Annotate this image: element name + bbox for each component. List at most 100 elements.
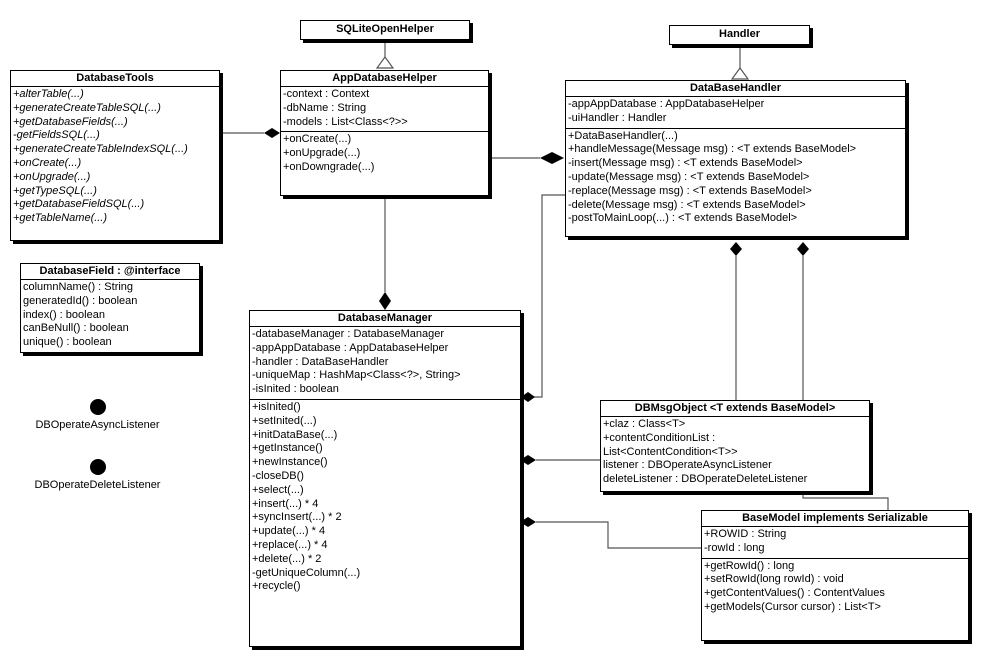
attribute: +claz : Class<T> (603, 418, 686, 430)
base-model-attributes: +ROWID : String -rowId : long (702, 527, 968, 559)
method: unique() : boolean (23, 336, 112, 349)
method: +alterTable(...) (13, 88, 84, 100)
method: +onUpgrade(...) (283, 147, 361, 160)
db-msg-object-class: DBMsgObject <T extends BaseModel> +claz … (600, 400, 870, 492)
method: +getTypeSQL(...) (13, 184, 97, 197)
db-msg-object-title: DBMsgObject <T extends BaseModel> (601, 401, 869, 417)
method: +newInstance() (252, 456, 328, 469)
base-model-methods: +getRowId() : long +setRowId(long rowId)… (702, 559, 968, 617)
method: -getFieldsSQL(...) (13, 129, 100, 142)
method: -update(Message msg) : <T extends BaseMo… (568, 170, 810, 183)
database-field-title: DatabaseField : @interface (21, 264, 199, 280)
attribute: -dbName : String (283, 101, 367, 114)
app-database-helper-title: AppDatabaseHelper (281, 71, 488, 87)
base-model-class: BaseModel implements Serializable +ROWID… (701, 510, 969, 641)
database-manager-methods: +isInited() +setInited(...) +initDataBas… (250, 400, 520, 596)
method: -getUniqueColumn(...) (252, 566, 361, 579)
handler-class: Handler (669, 25, 810, 45)
attribute: -appAppDatabase : AppDatabaseHelper (568, 98, 765, 110)
database-handler-title: DataBaseHandler (566, 81, 905, 97)
database-manager-title: DatabaseManager (250, 311, 520, 327)
database-field-methods: columnName() : String generatedId() : bo… (21, 280, 199, 352)
app-database-helper-attributes: -context : Context -dbName : String -mod… (281, 87, 488, 133)
composition-diamond-manager-msgobject (520, 455, 536, 465)
async-listener-interface: DBOperateAsyncListener (20, 399, 175, 431)
method: +insert(...) * 4 (252, 497, 319, 510)
method: +handleMessage(Message msg) : <T extends… (568, 143, 857, 156)
method: index() : boolean (23, 308, 105, 321)
composition-diamond-handler (540, 152, 564, 164)
composition-diamond-manager-basemodel (520, 517, 536, 527)
base-model-title: BaseModel implements Serializable (702, 511, 968, 527)
method: +DataBaseHandler(...) (568, 129, 678, 142)
method: +syncInsert(...) * 2 (252, 511, 342, 524)
method: +recycle() (252, 580, 301, 593)
method: -delete(Message msg) : <T extends BaseMo… (568, 198, 806, 211)
method: +getRowId() : long (704, 559, 795, 572)
basemodel-manager-line (536, 521, 701, 549)
method: -closeDB() (252, 469, 304, 482)
attribute: List<ContentCondition<T>> (603, 445, 738, 458)
database-manager-attributes: -databaseManager : DatabaseManager -appA… (250, 327, 520, 400)
method: columnName() : String (23, 281, 134, 293)
method: +getTableName(...) (13, 212, 108, 225)
handler-manager-line (521, 194, 565, 398)
database-field-interface: DatabaseField : @interface columnName() … (20, 263, 200, 353)
attribute: -uiHandler : Handler (568, 111, 667, 124)
database-handler-methods: +DataBaseHandler(...) +handleMessage(Mes… (566, 129, 905, 229)
handler-name: Handler (719, 28, 760, 40)
method: +onUpgrade(...) (13, 170, 91, 183)
delete-listener-interface: DBOperateDeleteListener (20, 459, 175, 491)
method: +select(...) (252, 483, 304, 496)
generalization-arrow-handler (730, 66, 750, 80)
method: +initDataBase(...) (252, 428, 338, 441)
composition-diamond-handler-msgobject (730, 242, 742, 256)
database-tools-methods: +alterTable(...) +generateCreateTableSQL… (11, 87, 219, 228)
composition-diamond-manager-handler (521, 392, 535, 402)
generalization-arrow-sqlite (375, 55, 395, 69)
composition-diamond-handler-basemodel (797, 242, 809, 256)
attribute: deleteListener : DBOperateDeleteListener (603, 473, 808, 486)
method: +generateCreateTableSQL(...) (13, 101, 161, 114)
method: canBeNull() : boolean (23, 322, 129, 335)
async-listener-label: DBOperateAsyncListener (35, 419, 160, 431)
attribute: -rowId : long (704, 541, 765, 554)
method: +getContentValues() : ContentValues (704, 587, 885, 600)
method: +getDatabaseFields(...) (13, 115, 128, 128)
db-msg-object-attributes: +claz : Class<T> +contentConditionList :… (601, 417, 869, 489)
database-tools-title: DatabaseTools (11, 71, 219, 87)
method: +update(...) * 4 (252, 525, 326, 538)
method: generatedId() : boolean (23, 294, 138, 307)
method: +replace(...) * 4 (252, 538, 328, 551)
sqlite-open-helper-name: SQLiteOpenHelper (336, 23, 434, 35)
delete-listener-label: DBOperateDeleteListener (34, 479, 161, 491)
composition-diamond-manager-top (379, 292, 391, 310)
app-database-helper-methods: +onCreate(...) +onUpgrade(...) +onDowngr… (281, 132, 488, 176)
attribute: listener : DBOperateAsyncListener (603, 459, 772, 472)
attribute: -handler : DataBaseHandler (252, 355, 389, 368)
method: +getModels(Cursor cursor) : List<T> (704, 600, 881, 613)
method: +delete(...) * 2 (252, 552, 322, 565)
method: +onCreate(...) (13, 156, 82, 169)
method: +getInstance() (252, 442, 323, 455)
method: -replace(Message msg) : <T extends BaseM… (568, 184, 812, 197)
method: -postToMainLoop(...) : <T extends BaseMo… (568, 212, 798, 225)
database-handler-attributes: -appAppDatabase : AppDatabaseHelper -uiH… (566, 97, 905, 129)
method: +onCreate(...) (283, 133, 352, 146)
method: +setRowId(long rowId) : void (704, 573, 844, 586)
interface-dot-icon (89, 459, 106, 475)
interface-dot-icon (89, 399, 106, 415)
attribute: -uniqueMap : HashMap<Class<?>, String> (252, 369, 461, 382)
attribute: +contentConditionList : (603, 431, 716, 444)
app-database-helper-class: AppDatabaseHelper -context : Context -db… (280, 70, 489, 196)
attribute: -models : List<Class<?>> (283, 115, 408, 128)
handler-basemodel-line (802, 256, 889, 510)
database-tools-class: DatabaseTools +alterTable(...) +generate… (10, 70, 220, 241)
database-handler-class: DataBaseHandler -appAppDatabase : AppDat… (565, 80, 906, 237)
attribute: -isInited : boolean (252, 383, 339, 396)
method: +getDatabaseFieldSQL(...) (13, 198, 145, 211)
sqlite-open-helper-class: SQLiteOpenHelper (300, 20, 470, 40)
attribute: +ROWID : String (704, 528, 787, 540)
composition-diamond-tools (264, 128, 280, 138)
